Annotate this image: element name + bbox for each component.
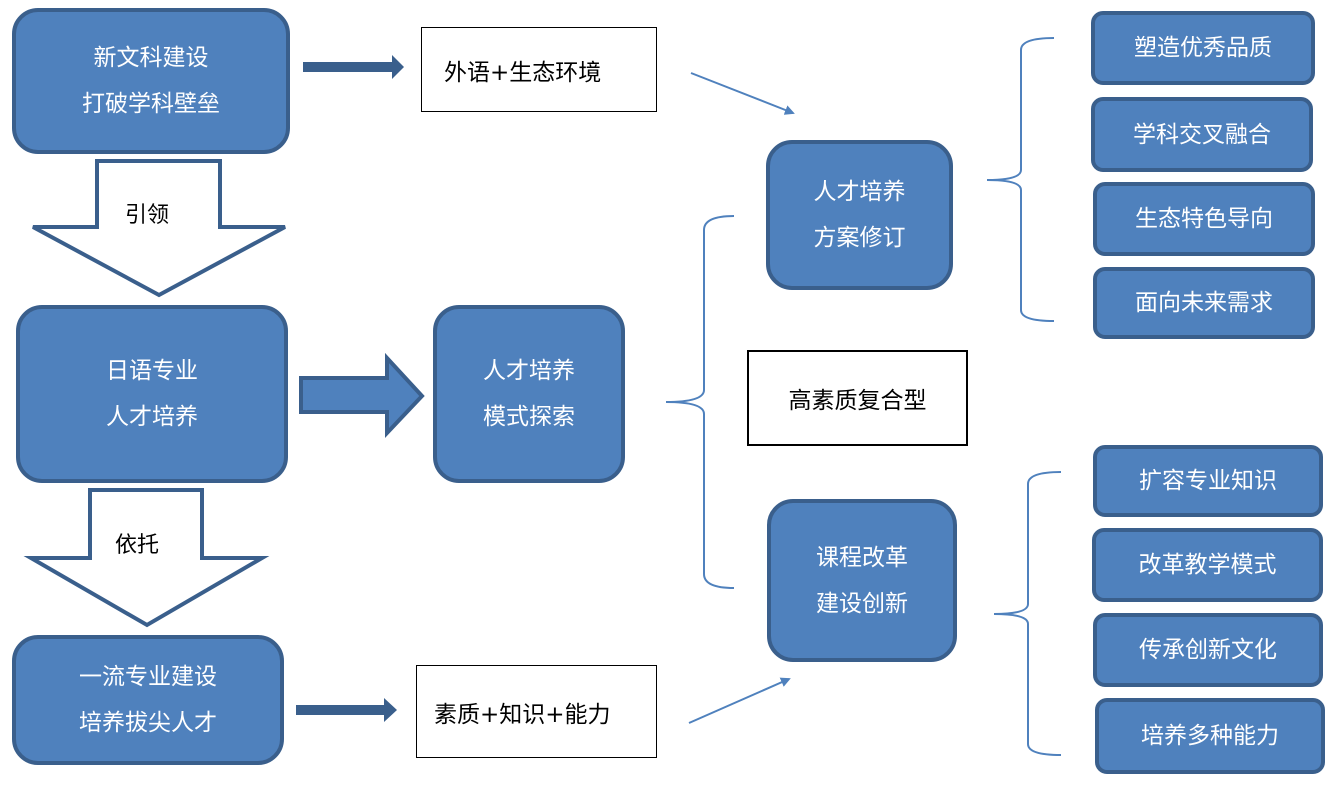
plan-item-label: 学科交叉融合 xyxy=(1133,121,1271,148)
brace-model xyxy=(665,215,735,589)
course-item: 改革教学模式 xyxy=(1092,528,1323,602)
plan-item: 生态特色导向 xyxy=(1093,182,1315,256)
japanese-major-line1: 日语专业 xyxy=(106,358,198,384)
plan-item: 学科交叉融合 xyxy=(1091,97,1313,172)
first-class-major-line2: 培养拔尖人才 xyxy=(79,710,217,736)
foreign-language-ecology-note: 外语+生态环境 xyxy=(421,27,657,112)
block-arrow-right-3 xyxy=(296,698,397,722)
course-reform-line2: 建设创新 xyxy=(816,590,908,617)
first-class-major-box: 一流专业建设 培养拔尖人才 xyxy=(12,635,284,765)
course-reform-line1: 课程改革 xyxy=(816,544,908,571)
course-item-label: 培养多种能力 xyxy=(1141,723,1279,749)
course-reform-box: 课程改革 建设创新 xyxy=(767,499,957,662)
japanese-major-box: 日语专业 人才培养 xyxy=(16,305,288,483)
training-plan-line1: 人才培养 xyxy=(813,179,906,205)
plan-item: 面向未来需求 xyxy=(1093,267,1315,339)
talent-model-line1: 人才培养 xyxy=(483,358,575,384)
course-item: 培养多种能力 xyxy=(1095,698,1325,774)
course-item-label: 改革教学模式 xyxy=(1138,552,1277,578)
new-liberal-arts-box: 新文科建设 打破学科壁垒 xyxy=(12,8,290,154)
quality-knowledge-ability-note: 素质+知识+能力 xyxy=(416,665,657,758)
japanese-major-line2: 人才培养 xyxy=(106,404,198,430)
brace-course xyxy=(993,471,1062,756)
new-liberal-arts-line2: 打破学科壁垒 xyxy=(82,91,220,117)
lead-label: 引领 xyxy=(125,203,170,228)
talent-model-box: 人才培养 模式探索 xyxy=(433,305,625,483)
rely-label: 依托 xyxy=(115,533,160,558)
plan-item-label: 生态特色导向 xyxy=(1135,206,1273,232)
thin-arrow-to-plan xyxy=(690,72,795,115)
course-item: 传承创新文化 xyxy=(1093,613,1323,687)
talent-model-line2: 模式探索 xyxy=(483,404,575,430)
foreign-language-ecology-text: 外语+生态环境 xyxy=(444,59,602,86)
training-plan-revision-box: 人才培养 方案修订 xyxy=(766,140,953,290)
training-plan-line2: 方案修订 xyxy=(813,225,906,251)
plan-item: 塑造优秀品质 xyxy=(1091,11,1315,85)
plan-item-label: 面向未来需求 xyxy=(1135,290,1273,316)
course-item-label: 扩容专业知识 xyxy=(1139,468,1277,494)
first-class-major-line1: 一流专业建设 xyxy=(79,664,217,690)
plan-item-label: 塑造优秀品质 xyxy=(1134,35,1272,61)
course-item: 扩容专业知识 xyxy=(1093,445,1323,517)
block-arrow-right-2 xyxy=(299,352,425,439)
thin-arrow-to-course xyxy=(688,677,791,724)
high-quality-compound-text: 高素质复合型 xyxy=(788,388,927,414)
block-arrow-right-1 xyxy=(303,55,404,79)
high-quality-compound-note: 高素质复合型 xyxy=(747,350,968,446)
down-arrow-lead xyxy=(32,159,286,298)
down-arrow-rely xyxy=(23,488,270,628)
new-liberal-arts-line1: 新文科建设 xyxy=(93,45,209,71)
course-item-label: 传承创新文化 xyxy=(1139,637,1277,663)
quality-knowledge-ability-text: 素质+知识+能力 xyxy=(434,701,611,728)
brace-plan xyxy=(986,37,1055,322)
